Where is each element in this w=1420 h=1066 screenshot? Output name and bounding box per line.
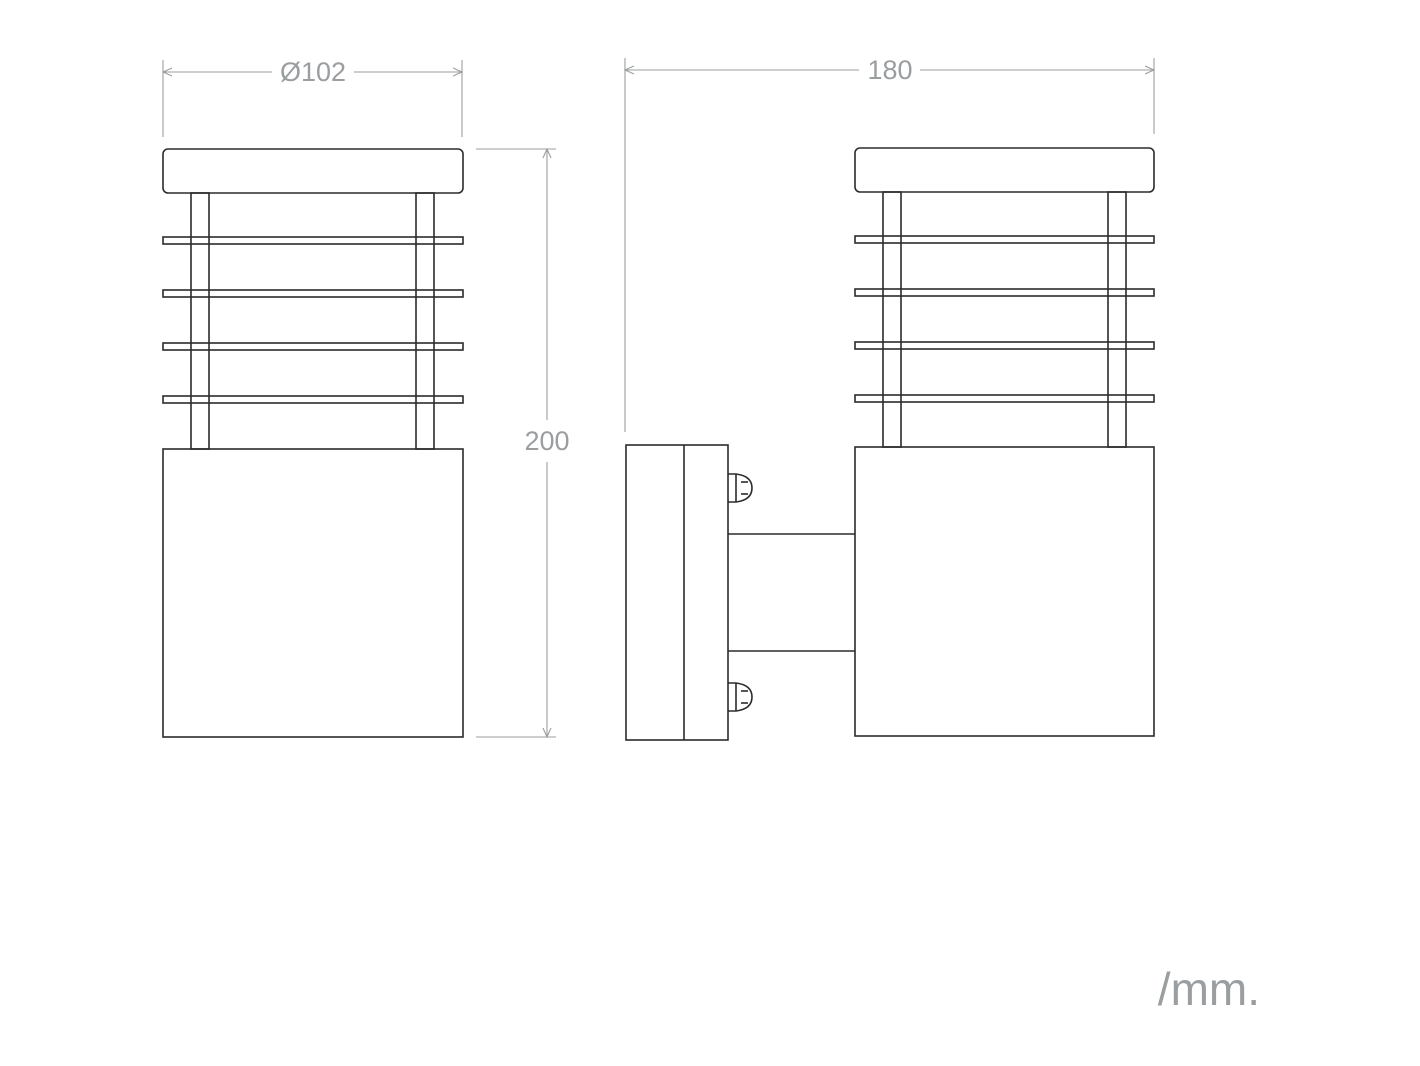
side-louver bbox=[854, 235, 1155, 244]
projection-dimension: 180 bbox=[625, 55, 1154, 432]
unit-label: /mm. bbox=[1158, 963, 1260, 1015]
screw-head-bottom bbox=[728, 682, 753, 712]
height-dimension: 200 bbox=[476, 149, 570, 737]
front-louver bbox=[162, 236, 464, 245]
wall-plate bbox=[625, 444, 729, 741]
side-base bbox=[854, 446, 1155, 737]
front-louver bbox=[162, 342, 464, 351]
front-cap bbox=[162, 148, 464, 194]
front-post-right bbox=[415, 192, 435, 450]
front-louver bbox=[162, 289, 464, 298]
side-view bbox=[625, 147, 1155, 741]
front-view bbox=[162, 148, 464, 738]
front-post-left bbox=[190, 192, 210, 450]
side-cap bbox=[854, 147, 1155, 193]
side-post-right bbox=[1107, 191, 1127, 448]
diameter-dimension: Ø102 bbox=[163, 57, 462, 137]
front-louver bbox=[162, 395, 464, 404]
side-louver bbox=[854, 288, 1155, 297]
diameter-label: Ø102 bbox=[280, 57, 346, 87]
side-louver bbox=[854, 341, 1155, 350]
side-louver bbox=[854, 394, 1155, 403]
screw-head-top bbox=[728, 473, 753, 503]
projection-label: 180 bbox=[867, 55, 912, 85]
height-label: 200 bbox=[524, 426, 569, 456]
front-base bbox=[162, 448, 464, 738]
side-post-left bbox=[882, 191, 902, 448]
